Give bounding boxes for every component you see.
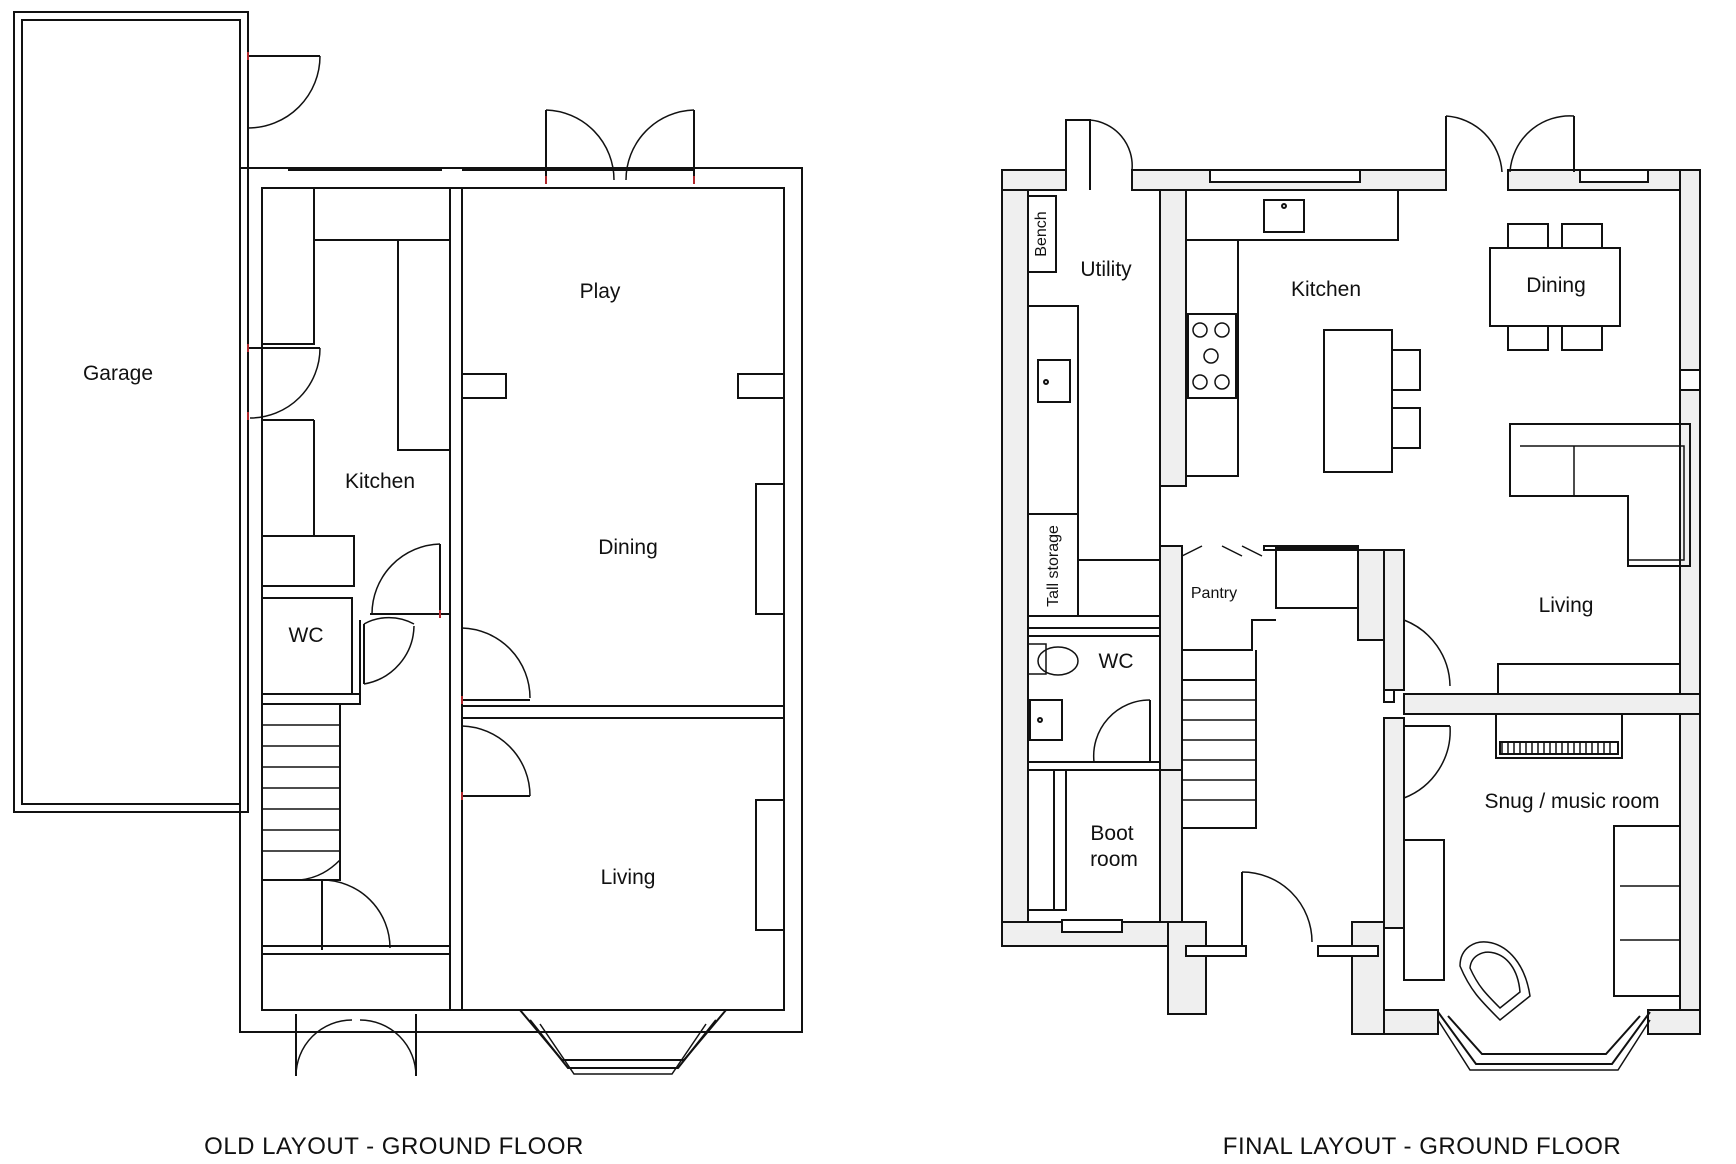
- old-door-markers: [247, 52, 695, 800]
- final-snug-furniture: [1403, 825, 1681, 1022]
- old-layout-caption: OLD LAYOUT - GROUND FLOOR: [204, 1133, 584, 1160]
- final-room-wc: WC: [1099, 650, 1134, 673]
- old-kitchen-hall-door: [370, 543, 450, 615]
- final-room-snug: Snug / music room: [1484, 790, 1659, 813]
- final-room-tall-storage: Tall storage: [1045, 525, 1062, 607]
- final-pantry: [1159, 545, 1385, 775]
- final-room-bench: Bench: [1033, 211, 1050, 256]
- old-room-dining: Dining: [598, 536, 658, 559]
- old-porch: [261, 879, 451, 1077]
- final-piano: [1495, 713, 1623, 759]
- final-stairs: [1181, 650, 1257, 829]
- final-utility-door: [1066, 119, 1133, 171]
- old-room-play: Play: [580, 280, 621, 303]
- old-room-garage: Garage: [83, 362, 153, 385]
- old-stairs: [261, 703, 341, 881]
- final-bay-window: [1437, 1011, 1651, 1071]
- old-house-walls: [239, 167, 803, 1033]
- final-windows: [1061, 169, 1649, 957]
- final-wc: [1027, 627, 1161, 771]
- old-kitchen-units: [261, 187, 451, 587]
- final-dining-table: [1489, 223, 1621, 351]
- old-garage-outline: [13, 11, 249, 813]
- old-room-kitchen: Kitchen: [345, 470, 415, 493]
- old-kitchen-side-door: [248, 347, 321, 419]
- final-room-living: Living: [1539, 594, 1594, 617]
- old-room-wc: WC: [289, 624, 324, 647]
- old-garage-door: [247, 55, 321, 165]
- final-kitchen-units: [1185, 189, 1421, 477]
- old-room-living: Living: [601, 866, 656, 889]
- old-french-doors: [545, 109, 695, 182]
- final-room-kitchen: Kitchen: [1291, 278, 1361, 301]
- final-layout-caption: FINAL LAYOUT - GROUND FLOOR: [1223, 1133, 1621, 1160]
- final-hall-walls: [1383, 549, 1701, 929]
- final-room-pantry: Pantry: [1191, 585, 1237, 602]
- final-room-dining: Dining: [1526, 274, 1586, 297]
- final-room-boot-line2: room: [1090, 848, 1138, 871]
- final-living-sofa: [1509, 423, 1691, 567]
- final-utility-units: [1027, 195, 1161, 617]
- old-hall-doors: [461, 627, 531, 797]
- final-room-boot-line1: Boot: [1090, 822, 1133, 845]
- final-front-door: [1241, 871, 1313, 946]
- old-layout-plan: Garage Play Kitchen Dining WC Living OLD…: [13, 11, 803, 1160]
- final-boot-room: [1027, 769, 1183, 923]
- old-bay-window: [519, 1009, 727, 1075]
- final-french-doors: [1445, 115, 1575, 173]
- final-layout-plan: Bench Utility Kitchen Dining Tall storag…: [1001, 115, 1701, 1160]
- final-room-utility: Utility: [1080, 258, 1132, 281]
